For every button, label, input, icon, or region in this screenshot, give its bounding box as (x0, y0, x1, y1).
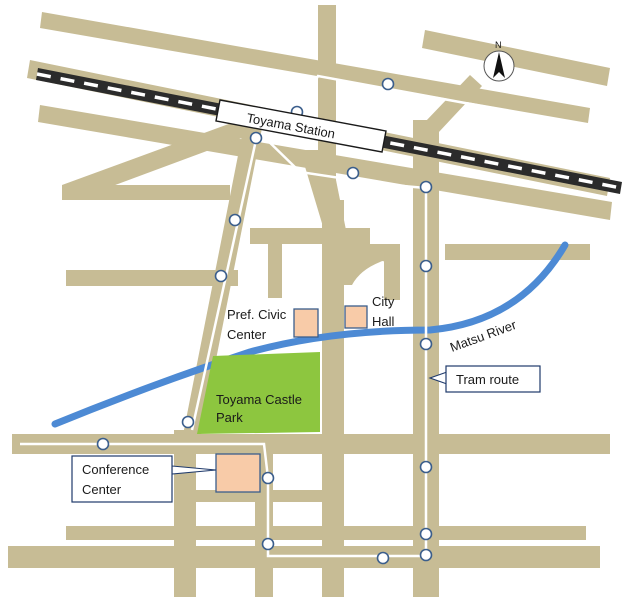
civic-center-label-line2: Center (227, 327, 267, 342)
conference-center-label-line2: Center (82, 482, 122, 497)
park-label-line2: Park (216, 410, 243, 425)
road (174, 430, 196, 597)
compass-needle (493, 52, 505, 78)
city-hall-label: City (372, 294, 395, 309)
city-hall[interactable]: City Hall (344, 294, 395, 329)
tram-route (20, 74, 613, 558)
station-box (215, 99, 387, 153)
road (62, 185, 230, 200)
road (66, 270, 238, 286)
tram-line-north (259, 74, 613, 190)
tram-stop[interactable] (346, 166, 360, 180)
tram-stop[interactable] (419, 337, 433, 351)
tram-stop[interactable] (96, 437, 110, 451)
tram-stop[interactable] (419, 548, 433, 562)
road (445, 244, 590, 260)
tram-stop[interactable] (228, 213, 242, 227)
road (66, 526, 586, 540)
city-hall-label-line2: Hall (372, 314, 395, 329)
tram-stop[interactable] (381, 77, 395, 91)
city-hall-building (344, 305, 368, 329)
matsu-river (51, 241, 569, 428)
tram-stops (96, 77, 433, 565)
tram-stop[interactable] (419, 180, 433, 194)
road (12, 434, 610, 454)
road (322, 200, 344, 597)
tram-stop[interactable] (261, 471, 275, 485)
pref-civic-center[interactable]: Pref. Civic Center (227, 307, 319, 342)
tram-callout-box (445, 365, 541, 393)
tram-route-callout: Tram route (428, 365, 541, 393)
tram-line-main (20, 188, 428, 558)
tram-line-west (190, 139, 258, 431)
road (335, 244, 400, 300)
conference-center-callout (71, 455, 173, 503)
road (62, 118, 258, 200)
tram-stop[interactable] (376, 551, 390, 565)
road (425, 75, 482, 133)
tram-stop[interactable] (261, 537, 275, 551)
tram-stop[interactable] (249, 131, 263, 145)
compass-label: N (495, 40, 502, 50)
compass: N (483, 40, 515, 82)
tram-stop[interactable] (419, 259, 433, 273)
tram-stop[interactable] (419, 527, 433, 541)
tram-stop[interactable] (181, 415, 195, 429)
civic-center-building (293, 308, 319, 338)
tram-route-label: Tram route (456, 372, 519, 387)
conference-center[interactable]: Conference Center (71, 453, 261, 503)
conference-center-building (215, 453, 261, 493)
tram-stop[interactable] (419, 460, 433, 474)
road (196, 490, 322, 502)
road (250, 228, 370, 244)
tram-stop[interactable] (214, 269, 228, 283)
park-label: Toyama Castle (216, 392, 302, 407)
conference-center-label: Conference (82, 462, 149, 477)
toyama-castle-park (197, 352, 320, 434)
civic-center-label: Pref. Civic (227, 307, 287, 322)
road (422, 30, 610, 86)
road (268, 230, 282, 298)
